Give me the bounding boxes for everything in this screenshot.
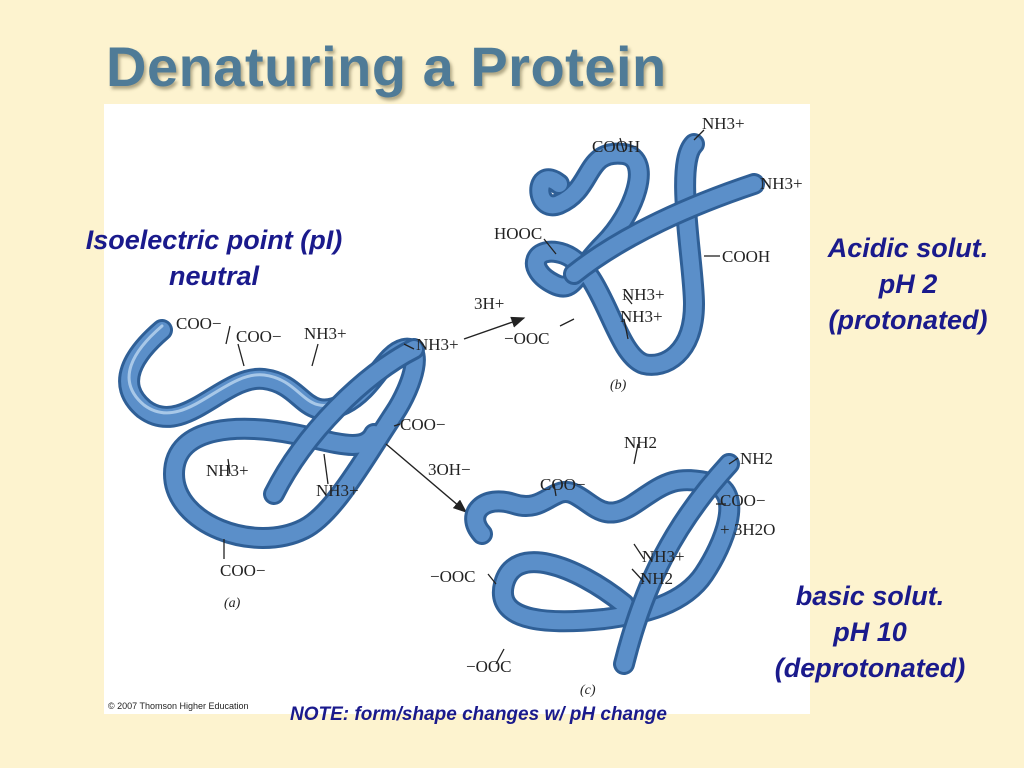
group-c-ooc-2: −OOC [466, 657, 511, 676]
group-b-nh3-4: NH3+ [620, 307, 663, 326]
protein-b: COOH NH3+ NH3+ HOOC COOH NH3+ NH3+ −OOC … [494, 114, 803, 393]
group-c-nh2-3: NH2 [640, 569, 673, 588]
group-c-coo-2: COO− [720, 491, 765, 510]
group-c-coo-1: COO− [540, 475, 585, 494]
group-a-nh3-4: NH3+ [316, 481, 359, 500]
group-c-nh2-1: NH2 [624, 433, 657, 452]
label-acidic-line-2: pH 2 [878, 269, 938, 299]
caption-a: (a) [224, 596, 241, 611]
label-basic-line-3: (deprotonated) [774, 653, 966, 683]
group-b-nh3-2: NH3+ [760, 174, 803, 193]
group-b-cooh-2: COOH [722, 247, 770, 266]
protein-diagram: COO− COO− NH3+ NH3+ COO− NH3+ NH3+ COO− … [118, 114, 803, 698]
label-neutral-line-1: Isoelectric point (pI) [85, 225, 343, 255]
group-b-ooc: −OOC [504, 329, 549, 348]
protein-figure: COO− COO− NH3+ NH3+ COO− NH3+ NH3+ COO− … [104, 104, 810, 714]
product-water: + 3H2O [720, 520, 775, 539]
protein-c: NH2 NH2 COO− COO− + 3H2O NH3+ NH2 −OOC −… [430, 433, 775, 698]
label-basic-line-2: pH 10 [833, 617, 907, 647]
group-b-hooc: HOOC [494, 224, 542, 243]
slide-title: Denaturing a Protein [106, 35, 667, 98]
label-basic-line-1: basic solut. [795, 581, 945, 611]
label-neutral: Isoelectric point (pI) neutral [44, 222, 384, 294]
group-a-nh3-3: NH3+ [206, 461, 249, 480]
caption-c: (c) [580, 683, 596, 698]
group-b-nh3-3: NH3+ [622, 285, 665, 304]
ribbon-a-front [121, 322, 423, 546]
group-a-nh3-2: NH3+ [416, 335, 459, 354]
group-b-cooh-1: COOH [592, 137, 640, 156]
label-neutral-line-2: neutral [168, 261, 260, 291]
group-a-coo-3: COO− [400, 415, 445, 434]
group-a-coo-4: COO− [220, 561, 265, 580]
group-c-nh3: NH3+ [642, 547, 685, 566]
caption-b: (b) [610, 378, 627, 393]
group-a-nh3-1: NH3+ [304, 324, 347, 343]
label-acidic: Acidic solut. pH 2 (protonated) [800, 230, 1016, 338]
label-basic: basic solut. pH 10 (deprotonated) [742, 578, 998, 686]
group-a-coo-1: COO− [176, 314, 221, 333]
arrow-to-b: 3H+ [463, 294, 526, 340]
group-a-coo-2: COO− [236, 327, 281, 346]
label-acidic-line-1: Acidic solut. [827, 233, 989, 263]
protein-a: COO− COO− NH3+ NH3+ COO− NH3+ NH3+ COO− … [118, 314, 459, 611]
copyright-text: © 2007 Thomson Higher Education [108, 701, 249, 711]
group-c-nh2-2: NH2 [740, 449, 773, 468]
reagent-b: 3H+ [474, 294, 504, 313]
note-text: NOTE: form/shape changes w/ pH change [290, 704, 667, 725]
reagent-c: 3OH− [428, 460, 471, 479]
arrow-to-c: 3OH− [385, 443, 471, 513]
label-acidic-line-3: (protonated) [828, 305, 988, 335]
group-b-nh3-1: NH3+ [702, 114, 745, 133]
group-c-ooc-1: −OOC [430, 567, 475, 586]
